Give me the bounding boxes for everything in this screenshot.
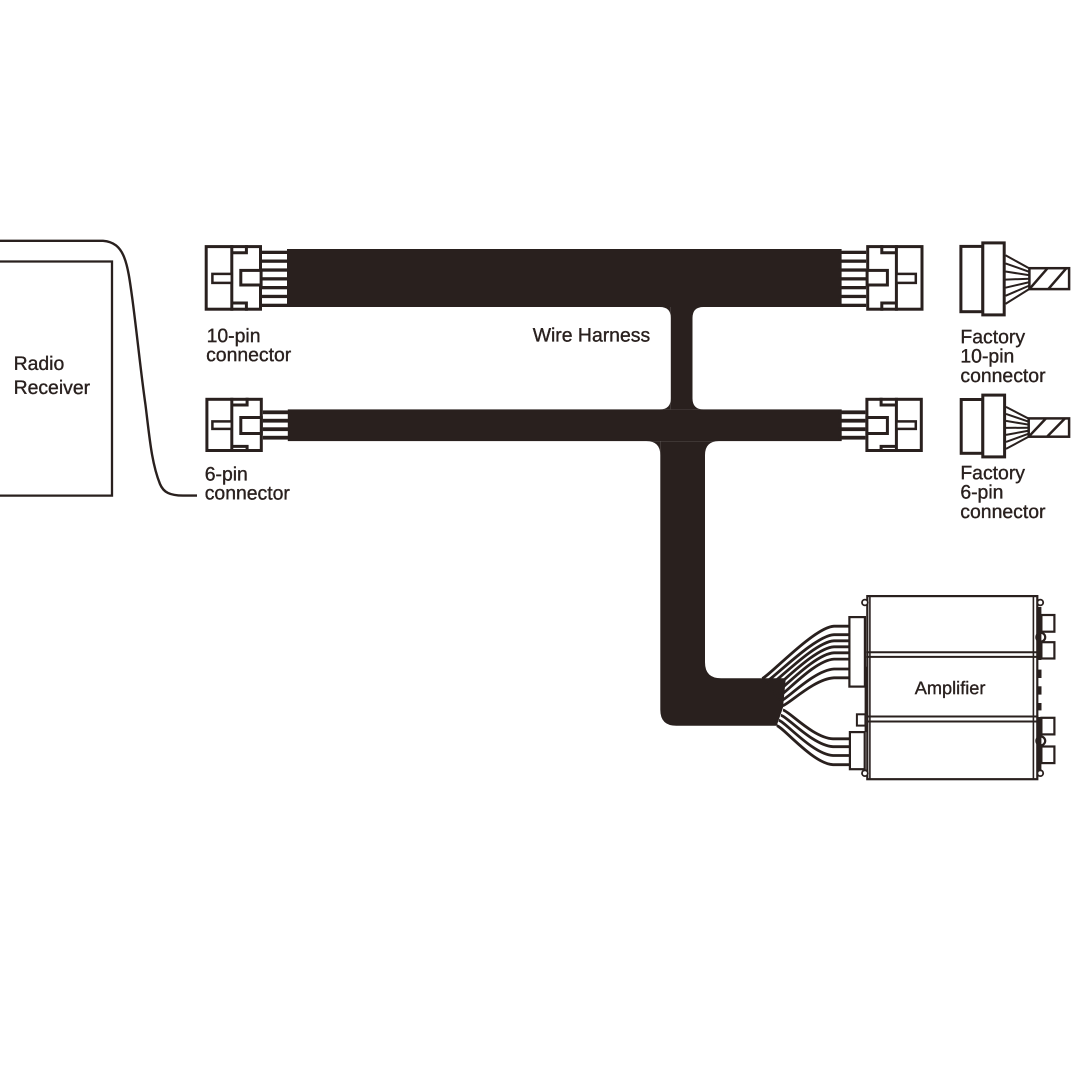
svg-text:6-pin: 6-pin [960,482,1003,504]
svg-text:Wire Harness: Wire Harness [533,324,650,346]
svg-text:connector: connector [205,482,291,504]
svg-text:connector: connector [206,344,292,366]
svg-text:10-pin: 10-pin [960,346,1014,368]
svg-text:Radio: Radio [14,353,65,375]
svg-text:Receiver: Receiver [14,377,91,399]
svg-text:6-pin: 6-pin [205,464,248,486]
svg-text:Amplifier: Amplifier [915,678,986,698]
svg-text:connector: connector [960,501,1046,523]
svg-text:Factory: Factory [960,326,1025,348]
svg-text:connector: connector [960,365,1046,387]
svg-text:10-pin: 10-pin [207,325,261,347]
svg-text:Factory: Factory [960,462,1025,484]
